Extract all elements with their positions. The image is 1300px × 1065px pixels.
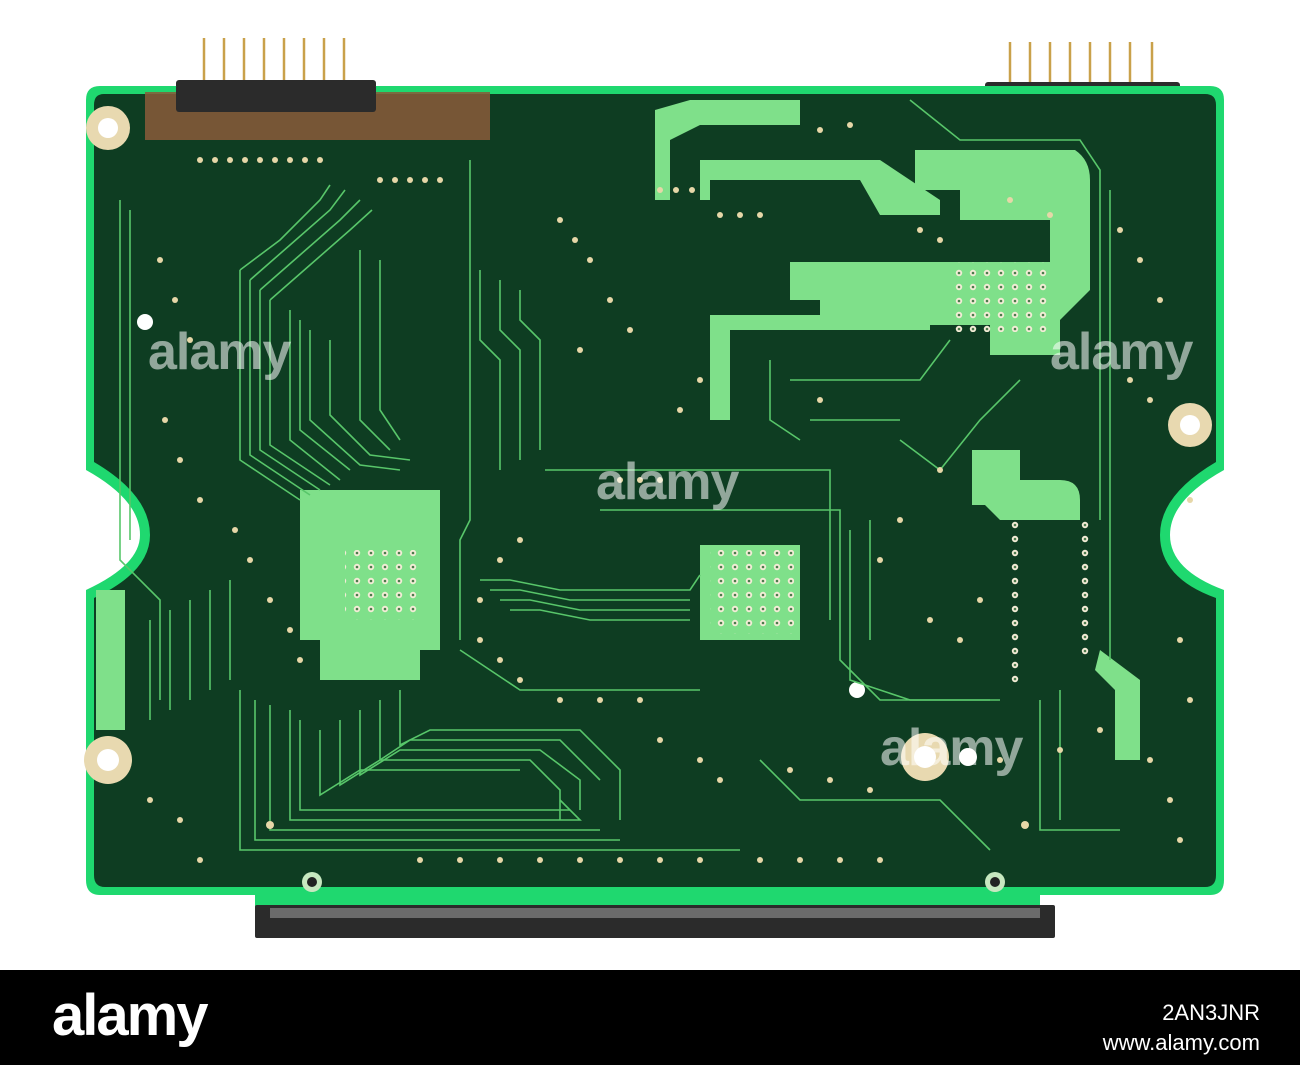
watermark-text: alamy [880,719,1023,777]
bottom-edge-connector [255,905,1055,938]
mounting-holes [84,106,1212,892]
image-credit: 2AN3JNR www.alamy.com [1103,998,1260,1058]
scattered-vias [147,122,1193,863]
watermark-text: alamy [148,323,291,381]
watermark-text: alamy [1050,323,1193,381]
stock-footer-bar: alamy 2AN3JNR www.alamy.com [0,970,1300,1065]
image-id: 2AN3JNR [1162,1000,1260,1025]
watermark-text: alamy [596,453,739,511]
signal-traces [119,99,1120,851]
site-url: www.alamy.com [1102,1030,1260,1055]
bga-pad-grids [345,262,1089,685]
circuit-board-photo [84,38,1224,938]
stock-logo: alamy [52,983,208,1048]
